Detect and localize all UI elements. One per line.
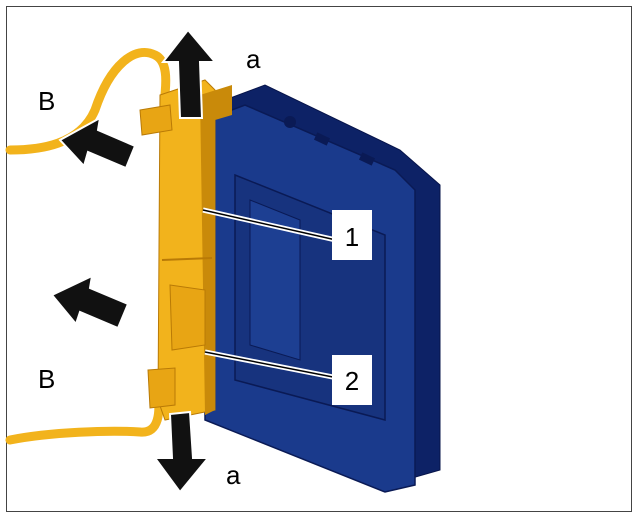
direction-arrow-icon: [153, 410, 211, 494]
direction-arrow-icon: [160, 28, 218, 119]
callout-1: 1: [332, 210, 372, 260]
control-module: [204, 84, 441, 493]
figure-frame: [6, 6, 632, 512]
label-b-top: B: [38, 86, 55, 116]
upper-cable: [5, 48, 171, 155]
arrow-b-top: [58, 116, 137, 170]
direction-arrow-icon: [58, 116, 137, 170]
lower-cable: [5, 390, 164, 445]
arrow-b-bottom: [50, 274, 130, 330]
callout-1-number: 1: [345, 222, 359, 252]
label-a-bottom: a: [226, 460, 241, 490]
label-a-top: a: [246, 44, 261, 74]
direction-arrow-icon: [50, 274, 130, 330]
arrow-a-bottom: [153, 410, 211, 494]
mounting-bracket: [139, 79, 232, 421]
callout-2: 2: [332, 355, 372, 405]
arrow-a-top: [160, 28, 218, 119]
label-b-bottom: B: [38, 364, 55, 394]
callout-2-number: 2: [345, 366, 359, 396]
